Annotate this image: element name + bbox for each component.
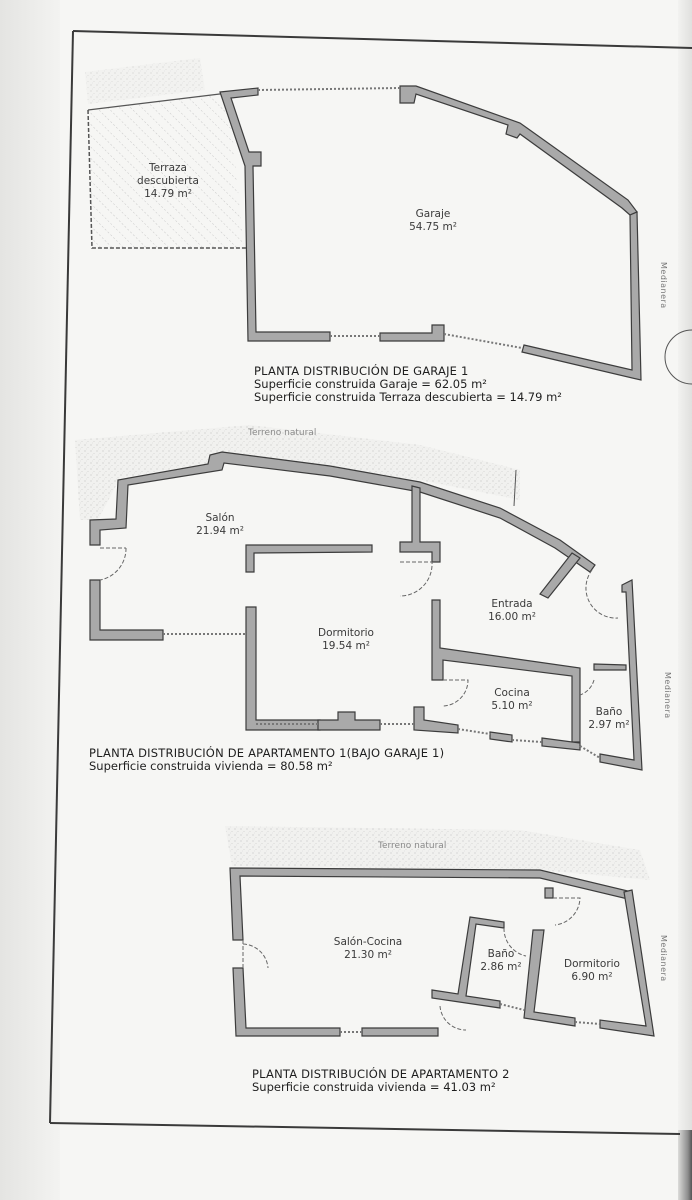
terrain-label-1: Terreno natural (248, 428, 317, 438)
room-label-dormitorio: Dormitorio 19.54 m² (306, 627, 386, 653)
room-name: Salón-Cocina (333, 936, 403, 948)
room-name: Dormitorio (564, 958, 620, 970)
room-area: 5.10 m² (491, 700, 533, 712)
sheet-frame (49, 30, 692, 1135)
caption-title: PLANTA DISTRIBUCIÓN DE APARTAMENTO 2 (252, 1067, 510, 1081)
room-area: 19.54 m² (322, 640, 370, 652)
room-label-salon: Salón 21.94 m² (180, 512, 260, 538)
room-label-entrada: Entrada 16.00 m² (472, 598, 552, 624)
side-label-medianera-3: Medianera (659, 935, 668, 982)
apartment1-caption: PLANTA DISTRIBUCIÓN DE APARTAMENTO 1(BAJ… (89, 747, 444, 773)
room-name-line2: descubierta (137, 175, 199, 187)
room-name: Dormitorio (318, 627, 374, 639)
apartment2-plan-walls (225, 826, 655, 1037)
caption-line: Superficie construida Terraza descubiert… (254, 390, 562, 404)
room-area: 2.97 m² (588, 719, 630, 731)
apartment2-caption: PLANTA DISTRIBUCIÓN DE APARTAMENTO 2 Sup… (252, 1068, 510, 1094)
garage-plan-walls (85, 58, 642, 381)
terrain-label-2: Terreno natural (378, 841, 447, 851)
room-name: Garaje (415, 208, 451, 220)
side-label-medianera-2: Medianera (663, 672, 672, 719)
room-label-bano: Baño 2.97 m² (584, 706, 634, 732)
room-area: 21.30 m² (344, 949, 392, 961)
room-label-salon-cocina: Salón-Cocina 21.30 m² (318, 936, 418, 962)
caption-line: Superficie construida vivienda = 41.03 m… (252, 1080, 496, 1094)
room-label-terraza: Terraza descubierta 14.79 m² (118, 162, 218, 201)
caption-line: Superficie construida vivienda = 80.58 m… (89, 759, 333, 773)
room-area: 21.94 m² (196, 525, 244, 537)
cutoff-circle-symbol (664, 329, 692, 385)
room-name: Cocina (494, 687, 530, 699)
side-label-medianera-1: Medianera (659, 262, 668, 309)
room-area: 2.86 m² (480, 961, 522, 973)
garage-caption: PLANTA DISTRIBUCIÓN DE GARAJE 1 Superfic… (254, 365, 562, 404)
room-label-bano-2: Baño 2.86 m² (474, 948, 528, 974)
room-area: 14.79 m² (144, 188, 192, 200)
room-area: 16.00 m² (488, 611, 536, 623)
room-name: Salón (205, 512, 235, 524)
room-area: 6.90 m² (571, 971, 613, 983)
caption-line: Superficie construida Garaje = 62.05 m² (254, 377, 487, 391)
room-name: Terraza (149, 162, 187, 174)
room-label-cocina: Cocina 5.10 m² (480, 687, 544, 713)
scan-right-edge-light (678, 0, 692, 1130)
room-area: 54.75 m² (409, 221, 457, 233)
room-label-dormitorio-2: Dormitorio 6.90 m² (552, 958, 632, 984)
room-label-garaje: Garaje 54.75 m² (388, 208, 478, 234)
room-name: Baño (595, 706, 623, 718)
room-name: Entrada (491, 598, 533, 610)
caption-title: PLANTA DISTRIBUCIÓN DE APARTAMENTO 1(BAJ… (89, 746, 445, 760)
room-name: Baño (487, 948, 515, 960)
caption-title: PLANTA DISTRIBUCIÓN DE GARAJE 1 (254, 364, 469, 378)
apartment1-plan-walls (75, 425, 643, 771)
scan-page-shadow (0, 0, 60, 1200)
